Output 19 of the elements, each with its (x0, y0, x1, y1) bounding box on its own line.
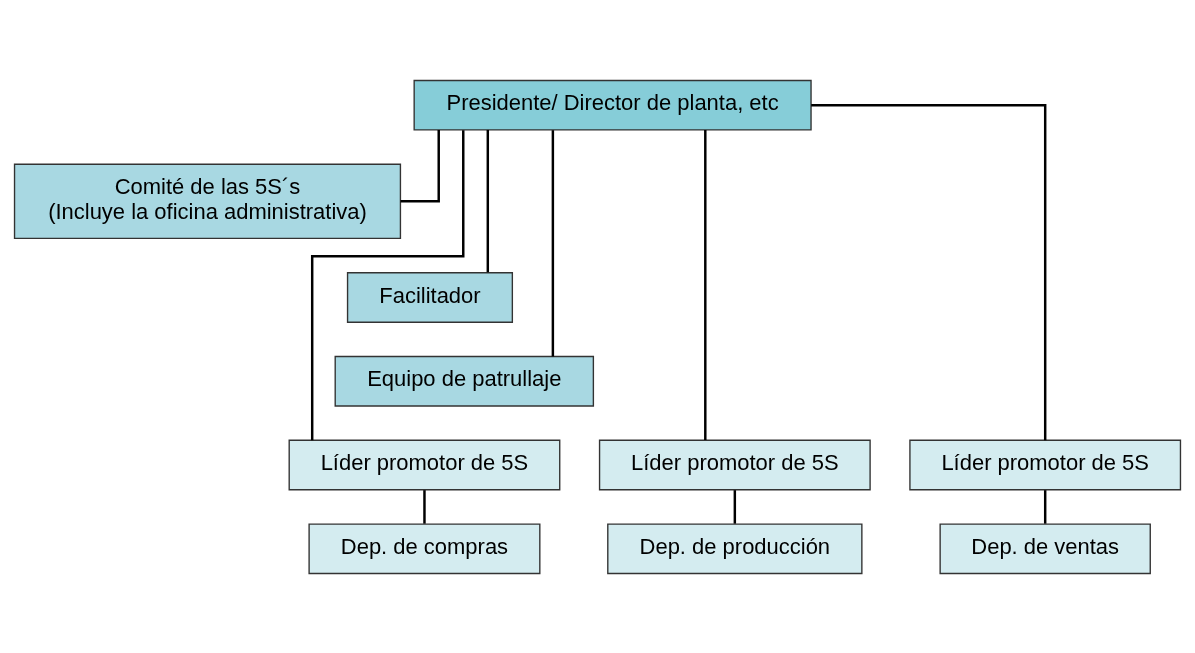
node-box: Presidente/ Director de planta, etc (413, 79, 812, 131)
node-box: Líder promotor de 5S (598, 439, 871, 490)
node-box: Equipo de patrullaje (334, 355, 595, 407)
connector (551, 129, 555, 356)
node-box: Líder promotor de 5S (909, 439, 1182, 490)
connector (310, 129, 465, 440)
connector (811, 103, 1047, 440)
node-box: Dep. de producción (607, 522, 863, 574)
connector (733, 489, 737, 524)
connector (423, 489, 426, 524)
connector (1043, 489, 1047, 524)
node-box: Comité de las 5S´s (Incluye la oficina administrativa) (13, 163, 402, 239)
node-box: Facilitador (346, 271, 514, 323)
connector (486, 129, 490, 272)
node-box: Dep. de ventas (939, 522, 1151, 574)
connector (400, 129, 440, 203)
node-box: Líder promotor de 5S (288, 439, 561, 490)
connector (704, 129, 707, 440)
node-box: Dep. de compras (308, 522, 541, 574)
